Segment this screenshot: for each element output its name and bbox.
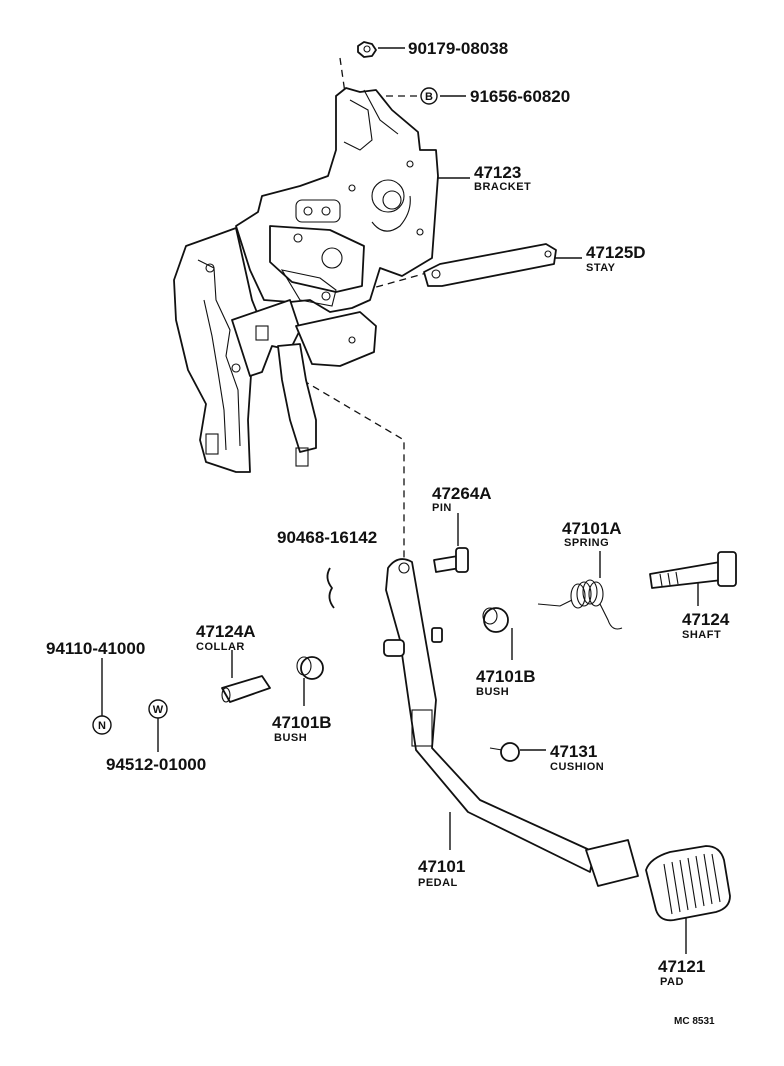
pin-part <box>433 547 469 573</box>
n-symbol-text: N <box>98 720 106 732</box>
part-name-bush-left: BUSH <box>274 732 307 744</box>
pad-part <box>645 845 731 922</box>
part-name-bush-right: BUSH <box>476 686 509 698</box>
w-symbol-text: W <box>153 704 164 716</box>
part-name-collar: COLLAR <box>196 641 245 653</box>
cushion-part <box>489 742 520 762</box>
clip-part <box>326 567 335 609</box>
w-symbol-icon: W <box>148 699 168 719</box>
part-number-bolt-b: 91656-60820 <box>470 87 570 106</box>
labels: 90179-08038 91656-60820 47123 BRACKET 47… <box>46 39 730 1027</box>
part-number-cushion: 47131 <box>550 742 597 761</box>
part-name-bracket: BRACKET <box>474 181 531 193</box>
bracket-part <box>235 87 439 313</box>
part-number-pad: 47121 <box>658 957 705 976</box>
part-name-pin: PIN <box>432 502 452 514</box>
side-plate <box>173 227 377 473</box>
part-number-shaft: 47124 <box>682 610 730 629</box>
part-name-pad: PAD <box>660 976 684 988</box>
part-number-pin: 47264A <box>432 484 492 503</box>
b-symbol-icon: B <box>420 87 438 105</box>
part-number-nut-n: 94110-41000 <box>46 639 145 658</box>
bush-left-part <box>296 656 324 680</box>
shaft-part <box>649 551 737 589</box>
n-symbol-icon: N <box>92 715 112 735</box>
part-name-pedal: PEDAL <box>418 877 458 889</box>
part-number-bush-left: 47101B <box>272 713 332 732</box>
b-symbol-text: B <box>425 91 433 103</box>
pedal-part <box>383 558 639 887</box>
part-name-spring: SPRING <box>564 537 609 549</box>
part-number-clip: 90468-16142 <box>277 528 377 547</box>
part-number-nut-top: 90179-08038 <box>408 39 508 58</box>
stay-part <box>423 243 557 287</box>
collar-part <box>221 675 271 703</box>
part-number-spring: 47101A <box>562 519 622 538</box>
part-name-shaft: SHAFT <box>682 629 721 641</box>
bush-right-part <box>482 607 509 633</box>
nut-part <box>357 41 377 58</box>
part-number-bracket: 47123 <box>474 163 521 182</box>
part-number-stay: 47125D <box>586 243 646 262</box>
part-number-bush-right: 47101B <box>476 667 536 686</box>
part-number-washer-w: 94512-01000 <box>106 755 206 774</box>
diagram-code: MC 8531 <box>674 1016 715 1027</box>
part-name-cushion: CUSHION <box>550 761 604 773</box>
part-number-collar: 47124A <box>196 622 256 641</box>
part-number-pedal: 47101 <box>418 857 465 876</box>
part-name-stay: STAY <box>586 262 616 274</box>
spring-part <box>537 579 623 630</box>
